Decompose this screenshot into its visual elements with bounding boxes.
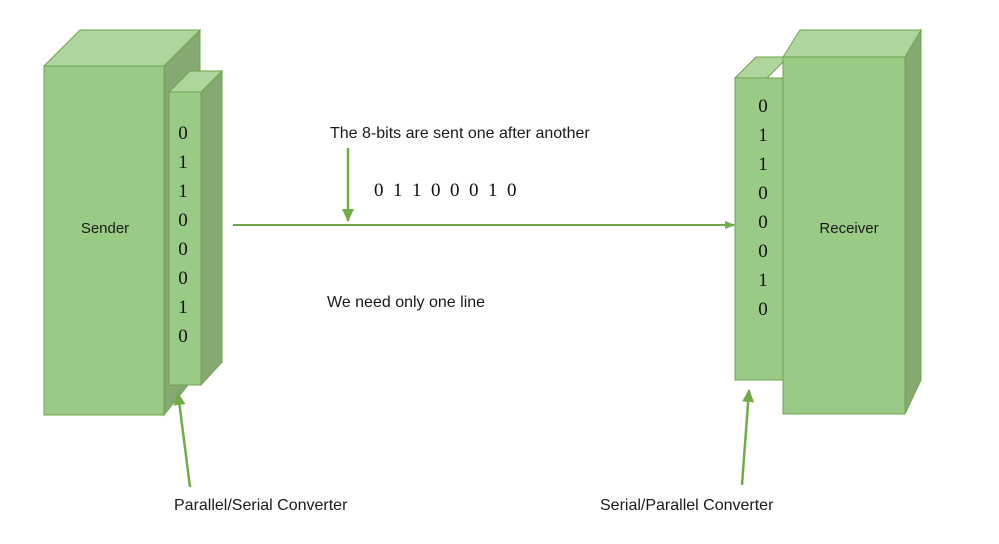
receiver-bit: 0 (758, 212, 768, 233)
sender-bit: 0 (178, 210, 188, 231)
receiver-bit: 1 (758, 154, 768, 175)
transmission-caption: The 8-bits are sent one after another (330, 125, 590, 142)
sender-bit: 1 (178, 152, 188, 173)
receiver-bit: 0 (758, 299, 768, 320)
sender-bit: 0 (178, 123, 188, 144)
receiver-bit: 1 (758, 125, 768, 146)
receiver-bit-column: 0 1 1 0 0 0 1 0 (748, 92, 778, 324)
receiver-box (782, 28, 922, 415)
parallel-serial-converter-label: Parallel/Serial Converter (174, 497, 348, 514)
receiver-converter-bar (733, 56, 790, 381)
sender-bit: 0 (178, 239, 188, 260)
serial-parallel-callout-arrow (740, 389, 755, 486)
receiver-label: Receiver (819, 220, 879, 237)
serial-parallel-converter-label: Serial/Parallel Converter (600, 497, 774, 514)
sender-label: Sender (80, 220, 130, 237)
receiver-bit: 1 (758, 270, 768, 291)
parallel-serial-callout-arrow (173, 392, 192, 488)
sender-bit: 0 (178, 326, 188, 347)
sender-bit: 1 (178, 297, 188, 318)
sender-bit: 1 (178, 181, 188, 202)
receiver-bit: 0 (758, 96, 768, 117)
receiver-bit: 0 (758, 241, 768, 262)
sender-bit-column: 0 1 1 0 0 0 1 0 (168, 119, 198, 351)
sender-bit: 0 (178, 268, 188, 289)
receiver-bit: 0 (758, 183, 768, 204)
one-line-caption: We need only one line (327, 294, 486, 311)
sender-converter-bar (167, 69, 224, 387)
serial-bit-stream: 0 1 1 0 0 0 1 0 (374, 180, 517, 201)
